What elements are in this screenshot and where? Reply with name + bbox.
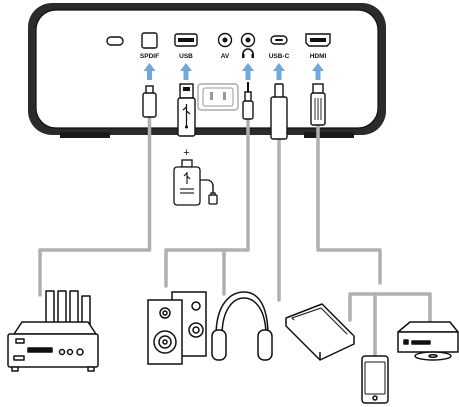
- projector-rear-panel: [28, 3, 386, 138]
- usb-c-port-icon: [270, 35, 288, 45]
- arrow-hdmi: [312, 63, 324, 80]
- speakers-icon: [147, 291, 207, 365]
- hdmi-port-icon: [305, 33, 331, 47]
- amplifier-icon: [7, 290, 99, 372]
- cable-hdmi: [316, 123, 382, 285]
- headphones-icon: [211, 291, 273, 361]
- av-port-icon: [217, 32, 233, 48]
- plus-sign: +: [183, 147, 189, 159]
- cables: [38, 116, 432, 358]
- audio-jack-plug-icon: [242, 82, 254, 120]
- ac-power-socket-icon: [197, 83, 239, 111]
- cable-hdmi-branch: [348, 292, 432, 325]
- arrow-usb: [180, 63, 192, 80]
- cable-audio: [164, 118, 250, 288]
- arrow-headphone: [242, 63, 254, 80]
- hdmi-plug-icon: [310, 83, 326, 126]
- usb-c-port-label: USB-C: [269, 53, 290, 60]
- optical-plug-icon: [142, 85, 157, 118]
- usb-port-icon: [174, 33, 198, 47]
- spdif-port-icon: [141, 32, 158, 49]
- arrow-spdif: [143, 63, 156, 80]
- insert-arrows: [143, 63, 324, 80]
- dvd-player-icon: [397, 321, 459, 361]
- power-button-icon: [106, 36, 124, 46]
- usb-port-label: USB: [179, 53, 193, 60]
- laptop-icon: [285, 303, 355, 361]
- usb-plug-icon: [177, 83, 196, 137]
- smartphone-icon: [361, 355, 389, 404]
- cable-spdif: [38, 116, 152, 297]
- usb-flash-drive-icon: [173, 159, 218, 206]
- headphone-port-icon: [240, 32, 256, 58]
- av-port-label: AV: [221, 53, 230, 60]
- arrow-usb-c: [273, 63, 285, 80]
- usb-c-plug-icon: [270, 83, 288, 140]
- spdif-port-label: SPDIF: [140, 53, 159, 60]
- hdmi-port-label: HDMI: [310, 53, 327, 60]
